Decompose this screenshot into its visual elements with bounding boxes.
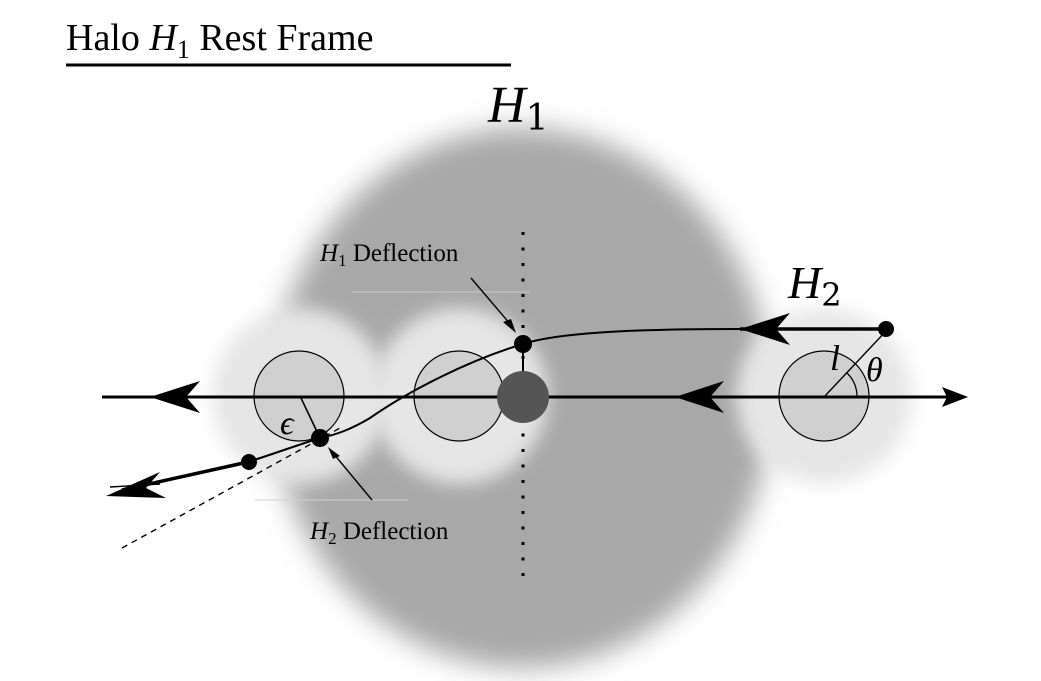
l-label: l: [830, 338, 840, 378]
h1-deflection-pointer: [470, 277, 512, 326]
svg-text:Halo H1 Rest Frame: Halo H1 Rest Frame: [66, 17, 373, 64]
theta-arc: [846, 372, 858, 398]
arrow-left-icon: [675, 381, 724, 413]
arrow-left-icon: [740, 313, 790, 345]
pointer-arrowhead-icon: [503, 319, 516, 333]
h2-deflection-label: H2 Deflection: [309, 518, 449, 548]
title-suffix: Rest Frame: [190, 17, 374, 59]
diagram-title: Halo H1 Rest Frame: [66, 17, 511, 67]
h1-core: [497, 371, 549, 423]
title-prefix: Halo: [66, 17, 149, 59]
undeflected-path: [121, 427, 341, 549]
theta-label: θ: [866, 352, 883, 389]
title-subscript: 1: [177, 35, 190, 64]
h1-label: H1: [487, 77, 548, 139]
h2-deflection-point: [311, 429, 329, 447]
outgoing-thin-line: [109, 483, 161, 488]
epsilon-label: ϵ: [280, 405, 295, 442]
arrow-right-icon: [942, 387, 968, 407]
l-radius-line: [823, 329, 888, 398]
h2-initial-point: [878, 321, 894, 337]
arrow-left-icon: [150, 381, 200, 413]
h1-deflection-point: [514, 335, 532, 353]
pointer-arrowhead-icon: [328, 447, 340, 459]
title-symbol: H: [148, 17, 179, 59]
h2-deflection-pointer: [332, 452, 373, 501]
h1-deflection-label: H1 Deflection: [319, 240, 459, 270]
h2-label: H2: [787, 257, 842, 314]
final-point: [241, 454, 257, 470]
